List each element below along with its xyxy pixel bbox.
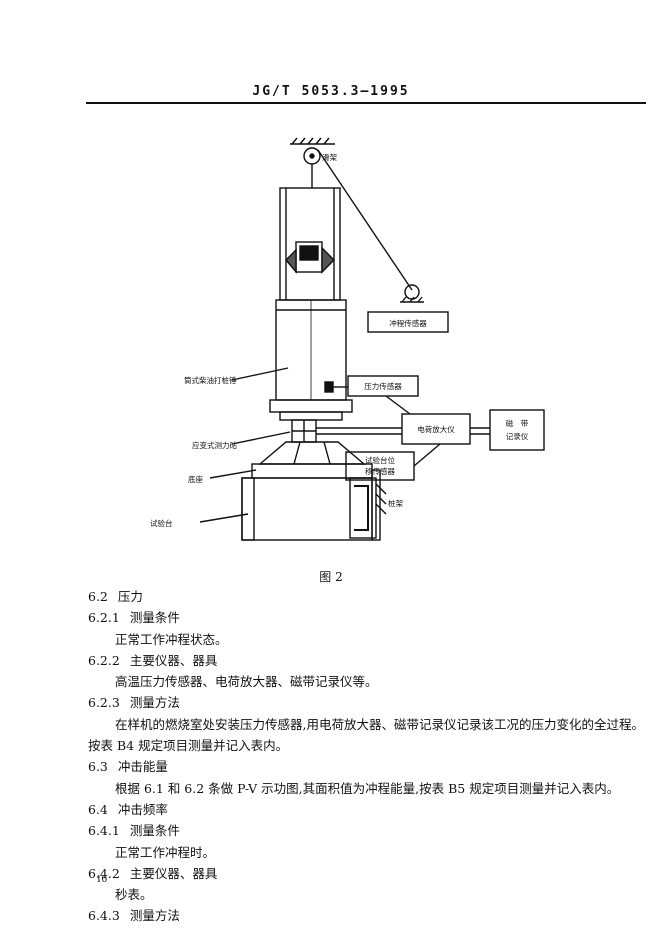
section-text: 测量条件 (129, 823, 180, 839)
section-number: 6.4.3 (88, 908, 120, 924)
section-number: 6.3 (88, 759, 108, 775)
section-text: 在样机的燃烧室处安装压力传感器,用电荷放大器、磁带记录仪记录该工况的压力变化的全… (115, 716, 644, 732)
section-number: 6.4 (88, 801, 108, 817)
label-test-rig-disp-2: 移传感器 (365, 466, 395, 476)
label-test-rig-disp-1: 试验台位 (365, 455, 395, 465)
pressure-port (324, 381, 334, 393)
stroke-sensor-box (367, 311, 449, 333)
pressure-sensor-box (347, 375, 419, 397)
label-stroke-sensor: 冲程传感器 (389, 318, 427, 328)
section-heading: 6.2.1 测量条件 (88, 607, 648, 628)
charge-amp-box (401, 413, 471, 445)
section-heading: 6.4 冲击频率 (88, 799, 648, 820)
section-heading: 6.4.2 主要仪器、器具 (88, 863, 648, 884)
label-strain-gauge: 应变式测力砧 (192, 440, 237, 450)
label-pulley: 滑架 (322, 152, 337, 162)
section-text: 测量方法 (129, 908, 180, 924)
section-heading: 6.2.2 主要仪器、器具 (88, 650, 648, 671)
sensor-pulley (404, 284, 420, 300)
section-heading: 6.2.3 测量方法 (88, 692, 648, 713)
paragraph-line: 根据 6.1 和 6.2 条做 P-V 示功图,其面积值为冲程能量,按表 B5 … (88, 778, 648, 799)
section-number: 6.2.2 (88, 652, 120, 668)
section-heading: 6.2 压力 (88, 586, 648, 607)
section-number: 6.4.1 (88, 823, 120, 839)
section-text: 高温压力传感器、电荷放大器、磁带记录仪等。 (115, 674, 378, 690)
section-number: 6.2.1 (88, 610, 120, 626)
standard-header: JG/T 5053.3—1995 (252, 84, 410, 99)
label-tape-recorder-2: 记录仪 (506, 432, 529, 441)
label-charge-amp: 电荷放大仪 (417, 424, 455, 434)
section-heading: 6.4.3 测量方法 (88, 905, 648, 926)
label-pressure-sensor: 压力传感器 (364, 381, 402, 391)
paragraph-line: 正常工作冲程状态。 (88, 629, 648, 650)
section-text: 测量方法 (129, 695, 180, 711)
ceiling-hatch (291, 137, 330, 145)
header-rule (86, 102, 646, 104)
section-heading: 6.3 冲击能量 (88, 756, 648, 777)
paragraph-line: 高温压力传感器、电荷放大器、磁带记录仪等。 (88, 671, 648, 692)
label-tape-recorder-1: 磁 带 (506, 418, 529, 428)
base-cone (258, 441, 366, 465)
section-text: 秒表。 (115, 887, 153, 903)
label-pile-hammer: 筒式柴油打桩锤 (184, 375, 237, 385)
section-text: 主要仪器、器具 (129, 652, 218, 668)
section-text: 正常工作冲程状态。 (115, 631, 228, 647)
label-test-bench: 试验台 (150, 518, 173, 528)
paragraph-line: 正常工作冲程时。 (88, 842, 648, 863)
section-text: 正常工作冲程时。 (115, 844, 216, 860)
test-setup-diagram: 滑架 冲程传感器 筒式柴油打桩锤 压力传感器 电荷放大仪 磁 带 记录仪 应变式… (150, 137, 545, 541)
section-heading: 6.4.1 测量条件 (88, 820, 648, 841)
section-text: 冲击能量 (117, 759, 168, 775)
section-number: 6.4.2 (88, 865, 120, 881)
section-text: 根据 6.1 和 6.2 条做 P-V 示功图,其面积值为冲程能量,按表 B5 … (115, 780, 620, 796)
page-number: 16 (96, 873, 107, 885)
paragraph-line: 按表 B4 规定项目测量并记入表内。 (88, 735, 648, 756)
section-text: 按表 B4 规定项目测量并记入表内。 (88, 738, 289, 754)
section-text: 主要仪器、器具 (129, 865, 218, 881)
upper-cylinder (279, 187, 341, 301)
test-bench (241, 477, 373, 541)
tape-recorder-box (489, 409, 545, 451)
figure-caption: 图 2 (319, 570, 343, 584)
base-plate (251, 463, 373, 479)
cable-to-stroke-sensor (317, 149, 413, 291)
section-text: 测量条件 (129, 610, 180, 626)
paragraph-line: 在样机的燃烧室处安装压力传感器,用电荷放大器、磁带记录仪记录该工况的压力变化的全… (88, 714, 648, 735)
label-frame: 桩架 (388, 498, 403, 508)
label-base: 底座 (188, 474, 203, 484)
section-number: 6.2.3 (88, 695, 120, 711)
hammer-flange (269, 399, 353, 413)
section-text: 冲击频率 (117, 801, 168, 817)
paragraph-line: 秒表。 (88, 884, 648, 905)
section-number: 6.2 (88, 589, 108, 604)
section-text: 压力 (117, 589, 143, 604)
